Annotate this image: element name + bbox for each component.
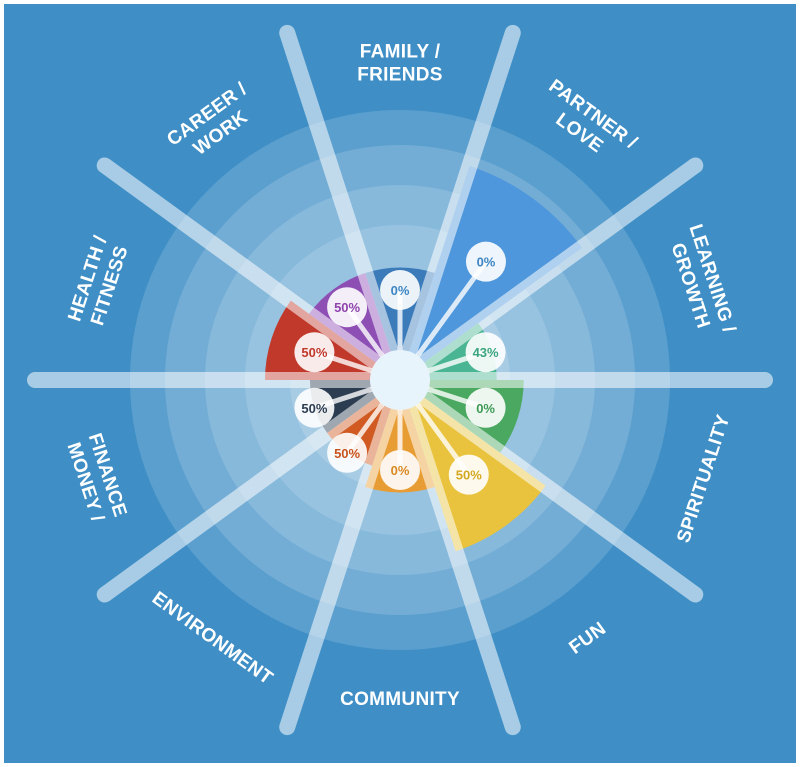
category-label-line: COMMUNITY — [340, 689, 460, 710]
value-label-spirituality: 0% — [476, 401, 495, 416]
center-hub — [370, 350, 430, 410]
value-label-fun: 50% — [456, 468, 482, 483]
value-badge-learning-growth — [465, 332, 506, 373]
category-label-line: SPIRITUALITY — [673, 412, 734, 545]
value-label-community: 0% — [391, 463, 410, 478]
value-badge-finance-money — [294, 387, 335, 428]
wheel-svg: 0% 0% 43% 0% 50% 0% 50% 50% 50% 50% FAMILY /FRIEN… — [27, 24, 773, 736]
value-label-family-friends: 0% — [391, 283, 410, 298]
value-badge-environment — [327, 432, 368, 473]
value-badge-health-fitness — [294, 332, 335, 373]
value-badge-family-friends — [380, 270, 420, 310]
value-label-partner-love: 0% — [477, 255, 496, 270]
category-label-community: COMMUNITY — [340, 689, 460, 710]
category-label-line: FAMILY / — [360, 42, 441, 63]
value-label-health-fitness: 50% — [301, 345, 327, 360]
value-label-learning-growth: 43% — [473, 345, 499, 360]
category-label-health-fitness: HEALTH /FITNESS — [64, 233, 132, 328]
value-label-environment: 50% — [334, 446, 360, 461]
value-label-finance-money: 50% — [301, 401, 327, 416]
category-label-line: FUN — [565, 618, 610, 658]
category-label-family-friends: FAMILY /FRIENDS — [357, 42, 443, 86]
category-label-line: FRIENDS — [357, 65, 443, 86]
category-label-learning-growth: LEARNING /GROWTH — [666, 222, 739, 336]
value-badge-community — [380, 450, 420, 490]
value-label-career-work: 50% — [334, 300, 360, 315]
category-label-career-work: CAREER /WORK — [163, 79, 251, 160]
value-badge-career-work — [327, 287, 368, 328]
category-label-fun: FUN — [565, 618, 610, 658]
value-badges: 0% 0% 43% 0% 50% 0% 50% 50% 50% 50% — [294, 241, 506, 495]
value-badge-spirituality — [465, 387, 506, 428]
wheel-chart: 0% 0% 43% 0% 50% 0% 50% 50% 50% 50% FAMILY /FRIEN… — [4, 4, 796, 763]
value-badge-partner-love — [465, 241, 506, 282]
value-badge-fun — [448, 454, 489, 495]
category-label-spirituality: SPIRITUALITY — [673, 412, 734, 545]
